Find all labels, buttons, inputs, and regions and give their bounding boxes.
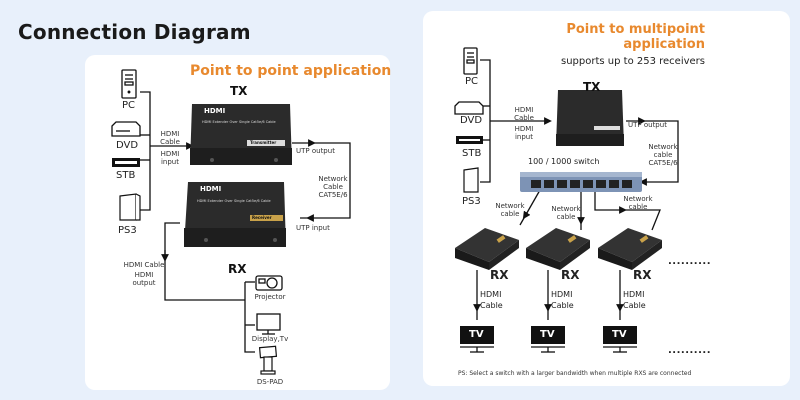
ps3-icon — [463, 167, 479, 193]
rx-brand: HDMI — [200, 185, 222, 193]
tx-brand: HDMI — [204, 107, 226, 115]
more-displays-ellipsis: .......... — [668, 345, 711, 356]
utp-output-label: UTP output — [296, 147, 335, 155]
tx-label: TX — [583, 80, 601, 94]
source-stb-label: STB — [116, 170, 136, 181]
switch-port — [596, 180, 606, 188]
ps3-icon — [119, 193, 141, 221]
hdmi-cable-label: HDMI — [551, 290, 573, 299]
switch-port — [609, 180, 619, 188]
tv-icon — [460, 326, 494, 353]
utp-input-label: UTP input — [296, 224, 330, 232]
rx-label: RX — [633, 268, 652, 282]
hdmi-cable-label: Cable — [551, 301, 574, 310]
switch-port — [570, 180, 580, 188]
hdmi-input-label: HDMI input — [514, 125, 534, 141]
source-dvd-label: DVD — [460, 115, 483, 126]
output-display-label: Display,Tv — [251, 335, 289, 343]
rx-desc: HDMI Extender Over Single Cat5e/6 Cable — [197, 199, 271, 203]
network-cable-label: Network Cable CAT5E/6 — [318, 175, 348, 199]
source-ps3-label: PS3 — [118, 225, 137, 236]
dvd-icon — [111, 121, 141, 137]
multipoint-heading-line1: Point to multipoint — [566, 22, 705, 37]
source-pc-label: PC — [465, 76, 479, 87]
page-title: Connection Diagram — [18, 20, 251, 44]
network-cable-label: Network cable — [495, 202, 525, 218]
source-bus-line — [140, 91, 151, 211]
hdmi-cable-label: HDMI Cable — [160, 130, 180, 146]
network-cable-label: Network cable — [551, 205, 581, 221]
point-to-multipoint-panel — [423, 11, 790, 386]
hdmi-cable-label: HDMI — [623, 290, 645, 299]
utp-output-label: UTP output — [628, 121, 667, 129]
rx-label: RX — [561, 268, 580, 282]
source-ps3-label: PS3 — [462, 196, 481, 207]
hdmi-cable-label: HDMI — [480, 290, 502, 299]
rx-receiver-device — [598, 228, 662, 270]
pc-icon — [121, 69, 137, 99]
tx-desc: HDMI Extender Over Single Cat5e/6 Cable — [202, 120, 276, 124]
pc-icon — [463, 47, 478, 75]
rx-label: RX — [490, 268, 509, 282]
point-to-point-heading: Point to point application — [190, 63, 392, 79]
network-cable-main-label: Network cable CAT5E/6 — [648, 143, 678, 167]
stb-icon — [112, 158, 140, 167]
utp-cable-line — [292, 142, 351, 219]
tx-transmitter-device — [556, 90, 624, 146]
display-tv-icon — [256, 313, 281, 335]
output-dspad-label: DS-PAD — [256, 378, 284, 386]
switch-port — [531, 180, 541, 188]
rx-tag: Receiver — [252, 215, 272, 220]
hdmi-input-label: HDMI input — [160, 150, 180, 166]
network-cable-label: Network cable — [623, 195, 653, 211]
multipoint-heading-line2: application — [623, 37, 705, 52]
hdmi-cable-out-label: HDMI Cable — [123, 261, 165, 269]
source-pc-label: PC — [122, 100, 136, 111]
tx-tag: Transmitter — [250, 140, 277, 145]
switch-port — [622, 180, 632, 188]
rx-label: RX — [228, 262, 247, 276]
tx-transmitter-device — [190, 104, 292, 165]
tv-label: TV — [612, 329, 627, 340]
rx-receiver-device — [184, 182, 286, 247]
source-dvd-label: DVD — [116, 140, 139, 151]
switch-ports — [531, 180, 632, 188]
switch-port — [544, 180, 554, 188]
ds-pad-icon — [258, 345, 278, 375]
hdmi-cable-label: Cable — [623, 301, 646, 310]
rx-receiver-device — [526, 228, 590, 270]
multipoint-subheading: supports up to 253 receivers — [561, 56, 705, 67]
more-receivers-ellipsis: .......... — [668, 256, 711, 267]
switch-label: 100 / 1000 switch — [528, 157, 600, 166]
tv-label: TV — [540, 329, 555, 340]
tv-label: TV — [469, 329, 484, 340]
footnote: PS: Select a switch with a larger bandwi… — [458, 370, 692, 377]
output-projector-label: Projector — [254, 293, 286, 301]
hdmi-cable-label: Cable — [480, 301, 503, 310]
switch-port — [583, 180, 593, 188]
hdmi-cable-label: HDMI Cable — [514, 106, 534, 122]
tx-label: TX — [230, 84, 248, 98]
switch-port — [557, 180, 567, 188]
hdmi-output-label: HDMI output — [132, 271, 156, 287]
stb-icon — [456, 136, 483, 144]
tv-icon — [603, 326, 637, 353]
dvd-icon — [454, 101, 484, 115]
projector-icon — [255, 275, 283, 291]
source-stb-label: STB — [462, 148, 482, 159]
rx-receiver-device — [455, 228, 519, 270]
tv-icon — [531, 326, 565, 353]
